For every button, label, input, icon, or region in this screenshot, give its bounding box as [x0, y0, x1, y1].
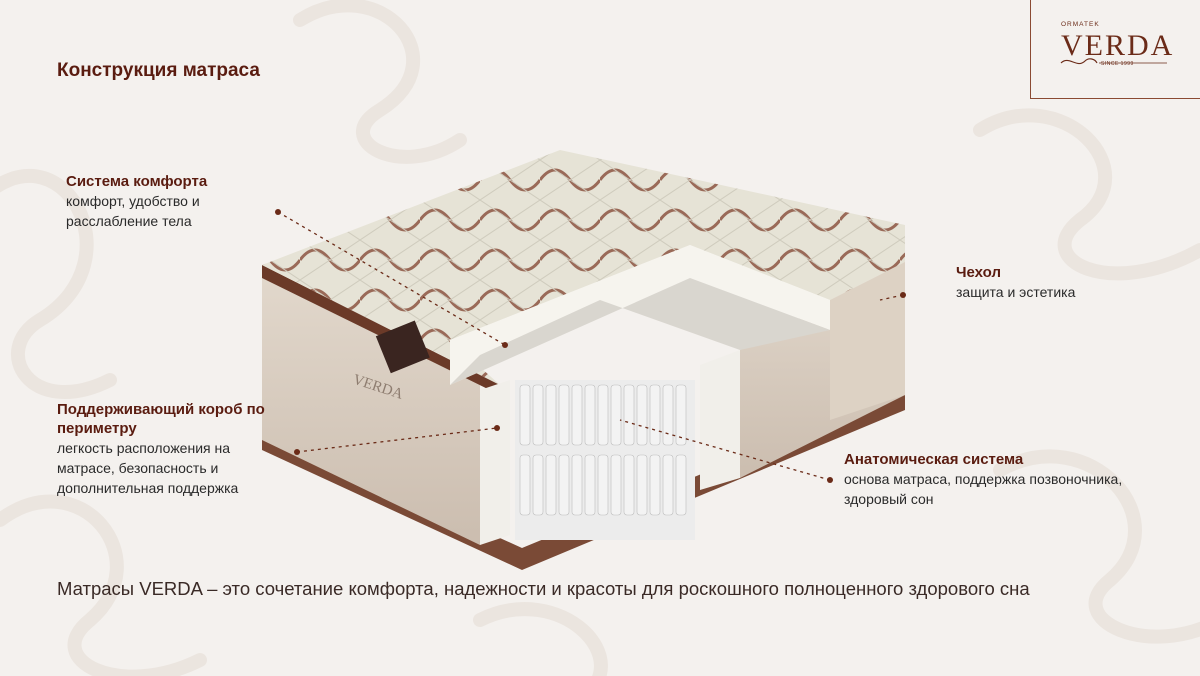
callout-desc-line: комфорт, удобство и	[66, 193, 200, 209]
callout-desc-line: расслабление тела	[66, 213, 192, 229]
page-title: Конструкция матраса	[57, 60, 260, 81]
callout-desc-line: защита и эстетика	[956, 284, 1076, 300]
callout-comfort-system: Система комфорта комфорт, удобство и рас…	[66, 172, 207, 231]
callout-heading: Чехол	[956, 264, 1001, 281]
callout-desc-line: основа матраса, поддержка позвоночника,	[844, 471, 1123, 487]
callout-perimeter-box: Поддерживающий короб по периметру легкос…	[57, 400, 265, 498]
callout-desc-line: легкость расположения на	[57, 440, 231, 456]
brand-logo: ORMATEK VERDA SINCE 1999	[1030, 0, 1200, 99]
logo-since-text: SINCE 1999	[1101, 61, 1134, 67]
logo-brand-text: VERDA	[1061, 29, 1175, 62]
callout-heading: Поддерживающий короб по	[57, 401, 265, 418]
logo-swirl-icon	[1060, 58, 1167, 65]
callout-heading: Система комфорта	[66, 173, 208, 190]
callout-cover: Чехол защита и эстетика	[956, 263, 1075, 302]
callout-desc-line: матрасе, безопасность и	[57, 460, 219, 476]
callout-desc-line: здоровый сон	[844, 491, 934, 507]
callout-anatomical-system: Анатомическая система основа матраса, по…	[844, 450, 1122, 509]
logo-top-text: ORMATEK	[1061, 21, 1100, 28]
callout-heading: периметру	[57, 420, 137, 437]
callout-heading: Анатомическая система	[844, 451, 1024, 468]
callout-desc-line: дополнительная поддержка	[57, 480, 239, 496]
footer-tagline: Матрасы VERDA – это сочетание комфорта, …	[57, 578, 1030, 599]
